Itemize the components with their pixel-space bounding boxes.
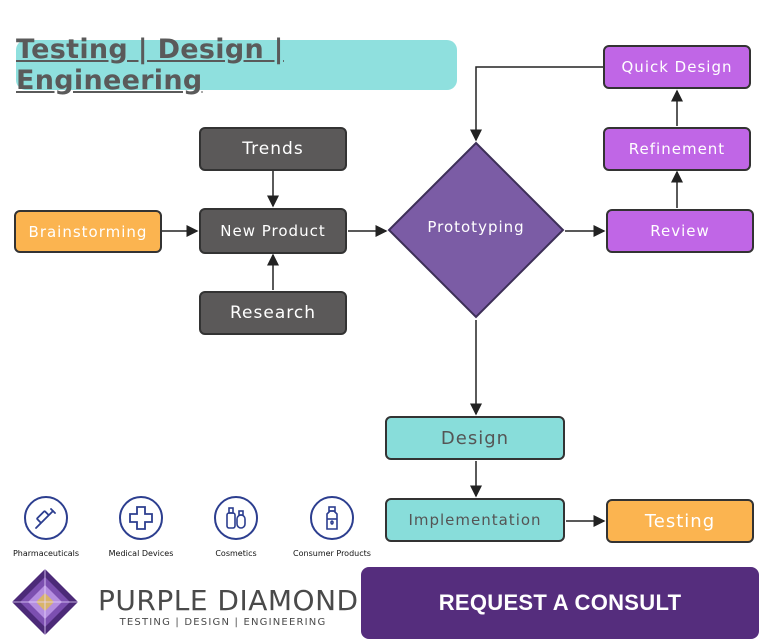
detergent-bottle-icon <box>310 496 354 540</box>
prototyping-diamond <box>387 141 565 319</box>
node-research-label: Research <box>230 303 316 323</box>
title-banner: Testing | Design | Engineering <box>16 34 457 96</box>
node-testing-label: Testing <box>644 510 716 532</box>
industry-label-cosmetics: Cosmetics <box>215 549 257 558</box>
node-refinement-label: Refinement <box>628 140 726 158</box>
node-review-label: Review <box>650 222 710 240</box>
request-consult-button[interactable]: REQUEST A CONSULT <box>361 567 759 639</box>
node-testing: Testing <box>606 499 754 543</box>
industry-label-pharmaceuticals: Pharmaceuticals <box>12 549 80 558</box>
node-implementation-label: Implementation <box>408 511 542 529</box>
node-refinement: Refinement <box>603 127 751 171</box>
node-design: Design <box>385 416 565 460</box>
node-design-label: Design <box>440 427 510 449</box>
node-trends: Trends <box>199 127 347 171</box>
brand-tagline: TESTING | DESIGN | ENGINEERING <box>119 617 327 628</box>
node-quick-design-label: Quick Design <box>621 58 733 76</box>
node-brainstorming-label: Brainstorming <box>28 222 148 241</box>
syringe-icon <box>24 496 68 540</box>
node-prototyping-label: Prototyping <box>427 218 525 236</box>
cosmetics-icon <box>214 496 258 540</box>
node-review: Review <box>606 209 754 253</box>
node-new-product: New Product <box>199 208 347 254</box>
medical-cross-icon <box>119 496 163 540</box>
industry-label-medical-devices: Medical Devices <box>108 549 174 558</box>
purple-diamond-logo-icon <box>12 569 78 635</box>
industry-label-consumer-products: Consumer Products <box>293 549 371 558</box>
node-research: Research <box>199 291 347 335</box>
brand-name: PURPLE DIAMOND <box>98 584 359 617</box>
node-new-product-label: New Product <box>220 222 326 240</box>
arrow-quick-design-to-prototyping <box>470 66 603 142</box>
node-brainstorming: Brainstorming <box>14 210 162 253</box>
page-title: Testing | Design | Engineering <box>16 34 284 96</box>
node-quick-design: Quick Design <box>603 45 751 89</box>
request-consult-label: REQUEST A CONSULT <box>438 590 682 615</box>
node-implementation: Implementation <box>385 498 565 542</box>
node-trends-label: Trends <box>242 139 304 159</box>
